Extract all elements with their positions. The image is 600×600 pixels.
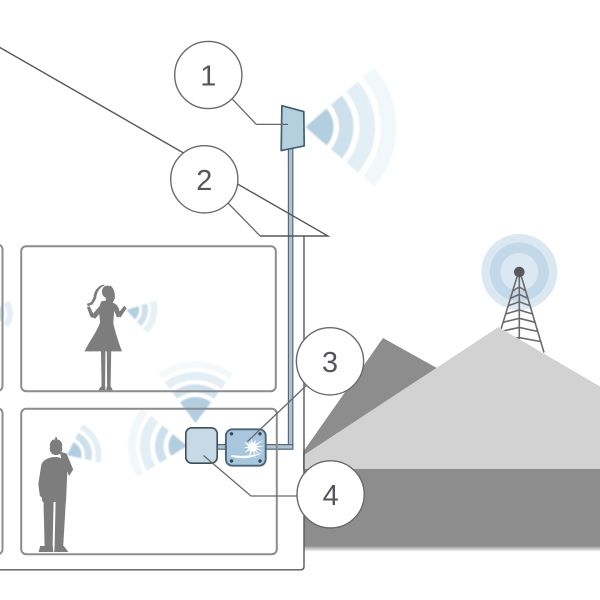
svg-text:2: 2 [196, 165, 212, 197]
svg-text:1: 1 [200, 61, 216, 93]
svg-text:4: 4 [323, 480, 339, 512]
svg-text:3: 3 [322, 347, 338, 379]
